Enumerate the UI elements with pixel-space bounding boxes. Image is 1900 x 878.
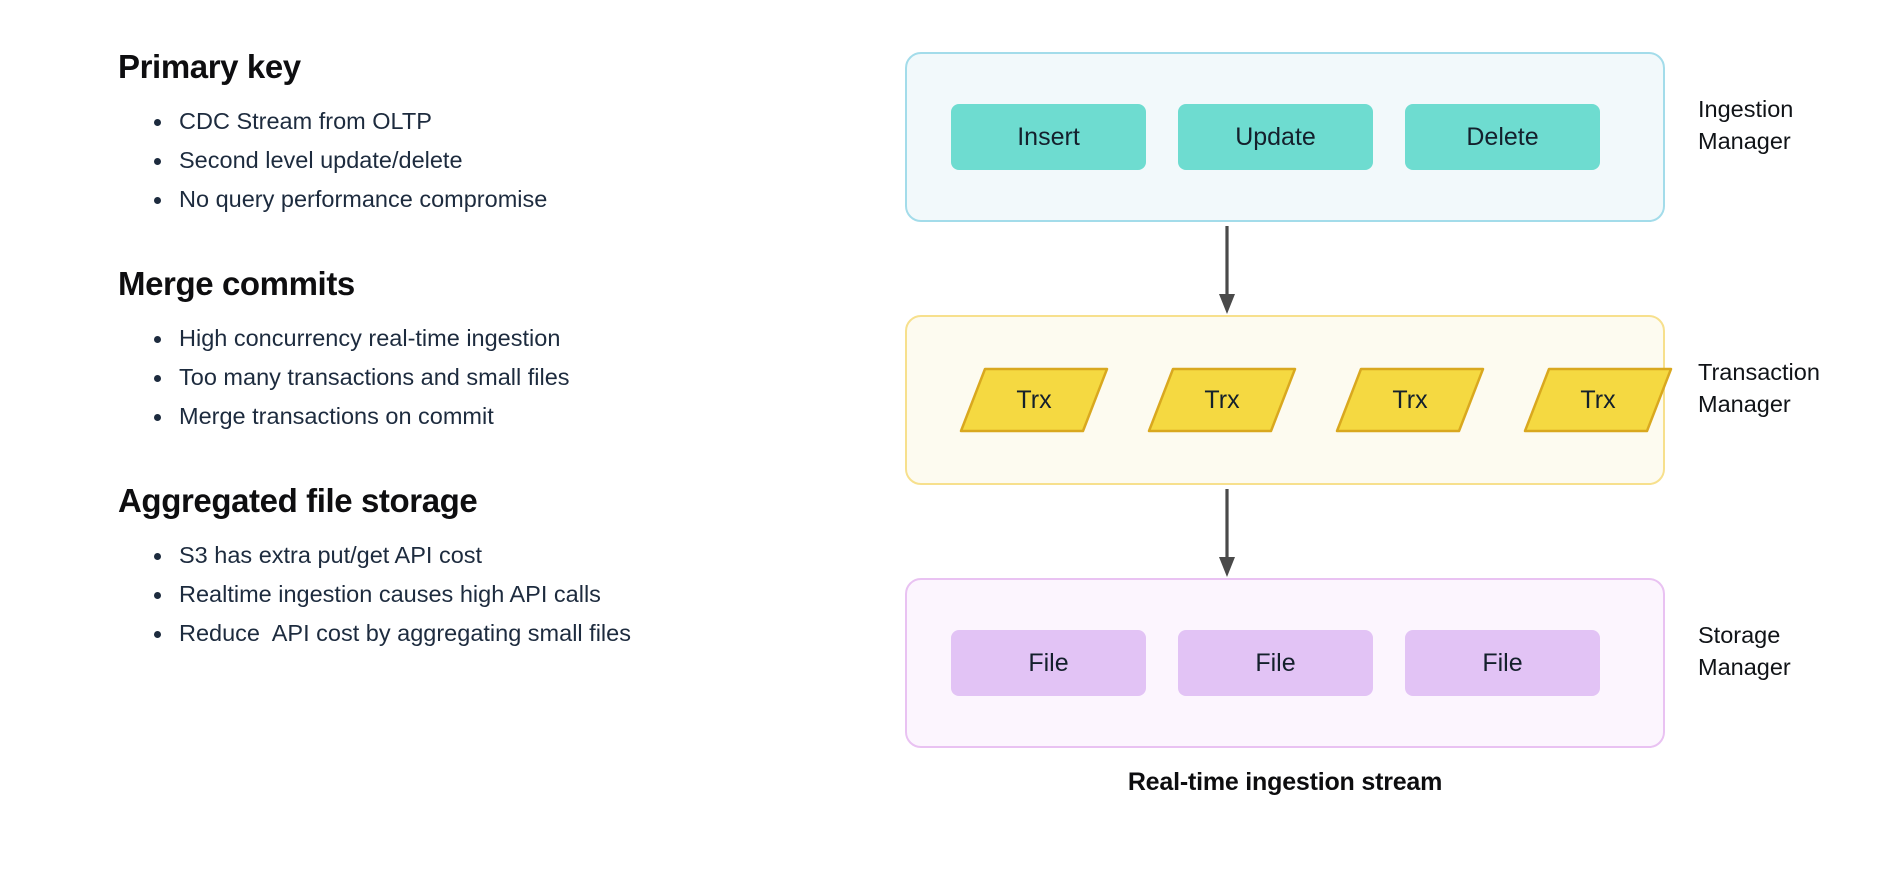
label-ingestion-manager: Ingestion Manager <box>1698 96 1794 154</box>
band-storage-manager: File File File <box>905 578 1665 748</box>
chip-label: Trx <box>1580 385 1616 414</box>
list-item: Merge transactions on commit <box>154 397 818 436</box>
chip-delete: Delete <box>1405 104 1600 170</box>
section-heading: Aggregated file storage <box>118 481 478 519</box>
list-item: CDC Stream from OLTP <box>154 102 818 141</box>
left-content-column: Primary key CDC Stream from OLTP Second … <box>118 48 818 653</box>
storage-chip-row: File File File <box>907 630 1663 696</box>
bullet-list: S3 has extra put/get API cost Realtime i… <box>118 536 818 653</box>
list-item: Second level update/delete <box>154 141 818 180</box>
list-item: High concurrency real-time ingestion <box>154 319 818 358</box>
list-item: S3 has extra put/get API cost <box>154 536 818 575</box>
chip-file: File <box>1178 630 1373 696</box>
diagram-caption: Real-time ingestion stream <box>1127 768 1443 796</box>
label-storage-manager: Storage Manager <box>1698 622 1791 680</box>
list-item: Too many transactions and small files <box>154 358 818 397</box>
arrow-down-icon <box>1215 489 1239 579</box>
list-item: Realtime ingestion causes high API calls <box>154 575 818 614</box>
section-merge-commits: Merge commits High concurrency real-time… <box>118 265 818 436</box>
section-heading: Primary key <box>118 48 301 85</box>
band-ingestion-manager: Insert Update Delete <box>905 52 1665 222</box>
arrow-down-icon <box>1215 226 1239 316</box>
ingestion-pipeline-diagram: Insert Update Delete Trx <box>905 40 1885 840</box>
transaction-chip-row: Trx Trx Trx <box>907 367 1673 433</box>
ingestion-chip-row: Insert Update Delete <box>907 104 1663 170</box>
label-transaction-manager: Transaction Manager <box>1698 359 1820 417</box>
bullet-list: CDC Stream from OLTP Second level update… <box>118 102 818 219</box>
chip-trx: Trx <box>1523 367 1673 433</box>
chip-label: Trx <box>1392 385 1428 414</box>
bullet-list: High concurrency real-time ingestion Too… <box>118 319 818 436</box>
section-primary-key: Primary key CDC Stream from OLTP Second … <box>118 48 818 219</box>
chip-label: Trx <box>1204 385 1240 414</box>
chip-label: Trx <box>1016 385 1052 414</box>
chip-trx: Trx <box>1335 367 1485 433</box>
list-item: Reduce API cost by aggregating small fil… <box>154 614 818 653</box>
section-heading: Merge commits <box>118 264 355 302</box>
chip-file: File <box>951 630 1146 696</box>
band-transaction-manager: Trx Trx Trx <box>905 315 1673 485</box>
chip-insert: Insert <box>951 104 1146 170</box>
chip-file: File <box>1405 630 1600 696</box>
list-item: No query performance compromise <box>154 180 818 219</box>
section-aggregated-file-storage: Aggregated file storage S3 has extra put… <box>118 482 818 653</box>
chip-update: Update <box>1178 104 1373 170</box>
chip-trx: Trx <box>959 367 1109 433</box>
chip-trx: Trx <box>1147 367 1297 433</box>
